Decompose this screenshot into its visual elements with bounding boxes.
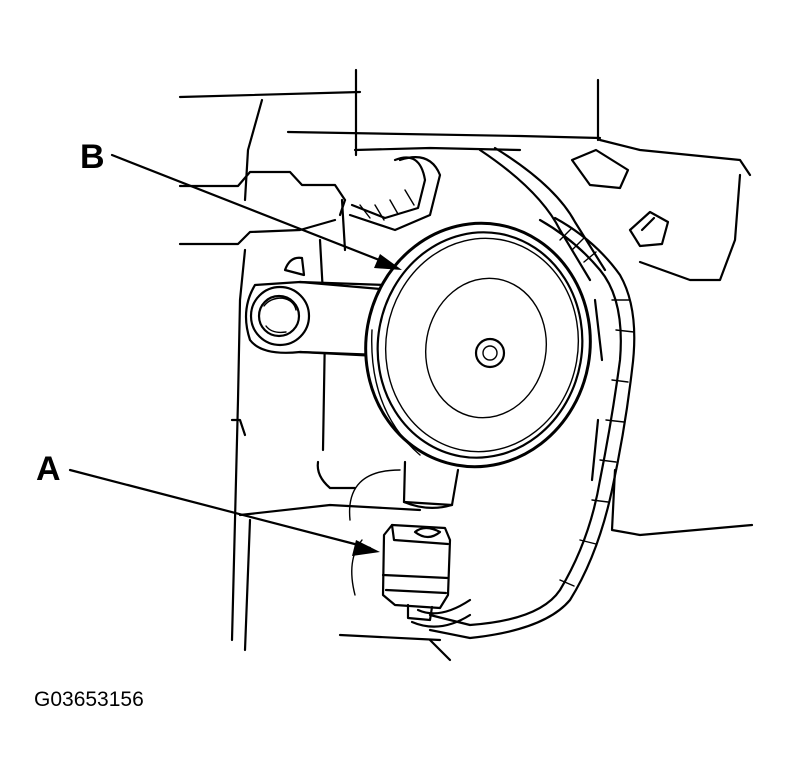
horn-connector xyxy=(381,523,452,622)
callout-b-label: B xyxy=(80,138,105,176)
callout-a-leader xyxy=(68,468,380,556)
bracket-bolt xyxy=(249,285,311,347)
wiring-harness xyxy=(348,156,636,640)
figure-id: G03653156 xyxy=(34,688,144,711)
callout-a-label: A xyxy=(36,450,61,488)
horn xyxy=(364,221,592,509)
callout-b-leader xyxy=(110,153,402,270)
